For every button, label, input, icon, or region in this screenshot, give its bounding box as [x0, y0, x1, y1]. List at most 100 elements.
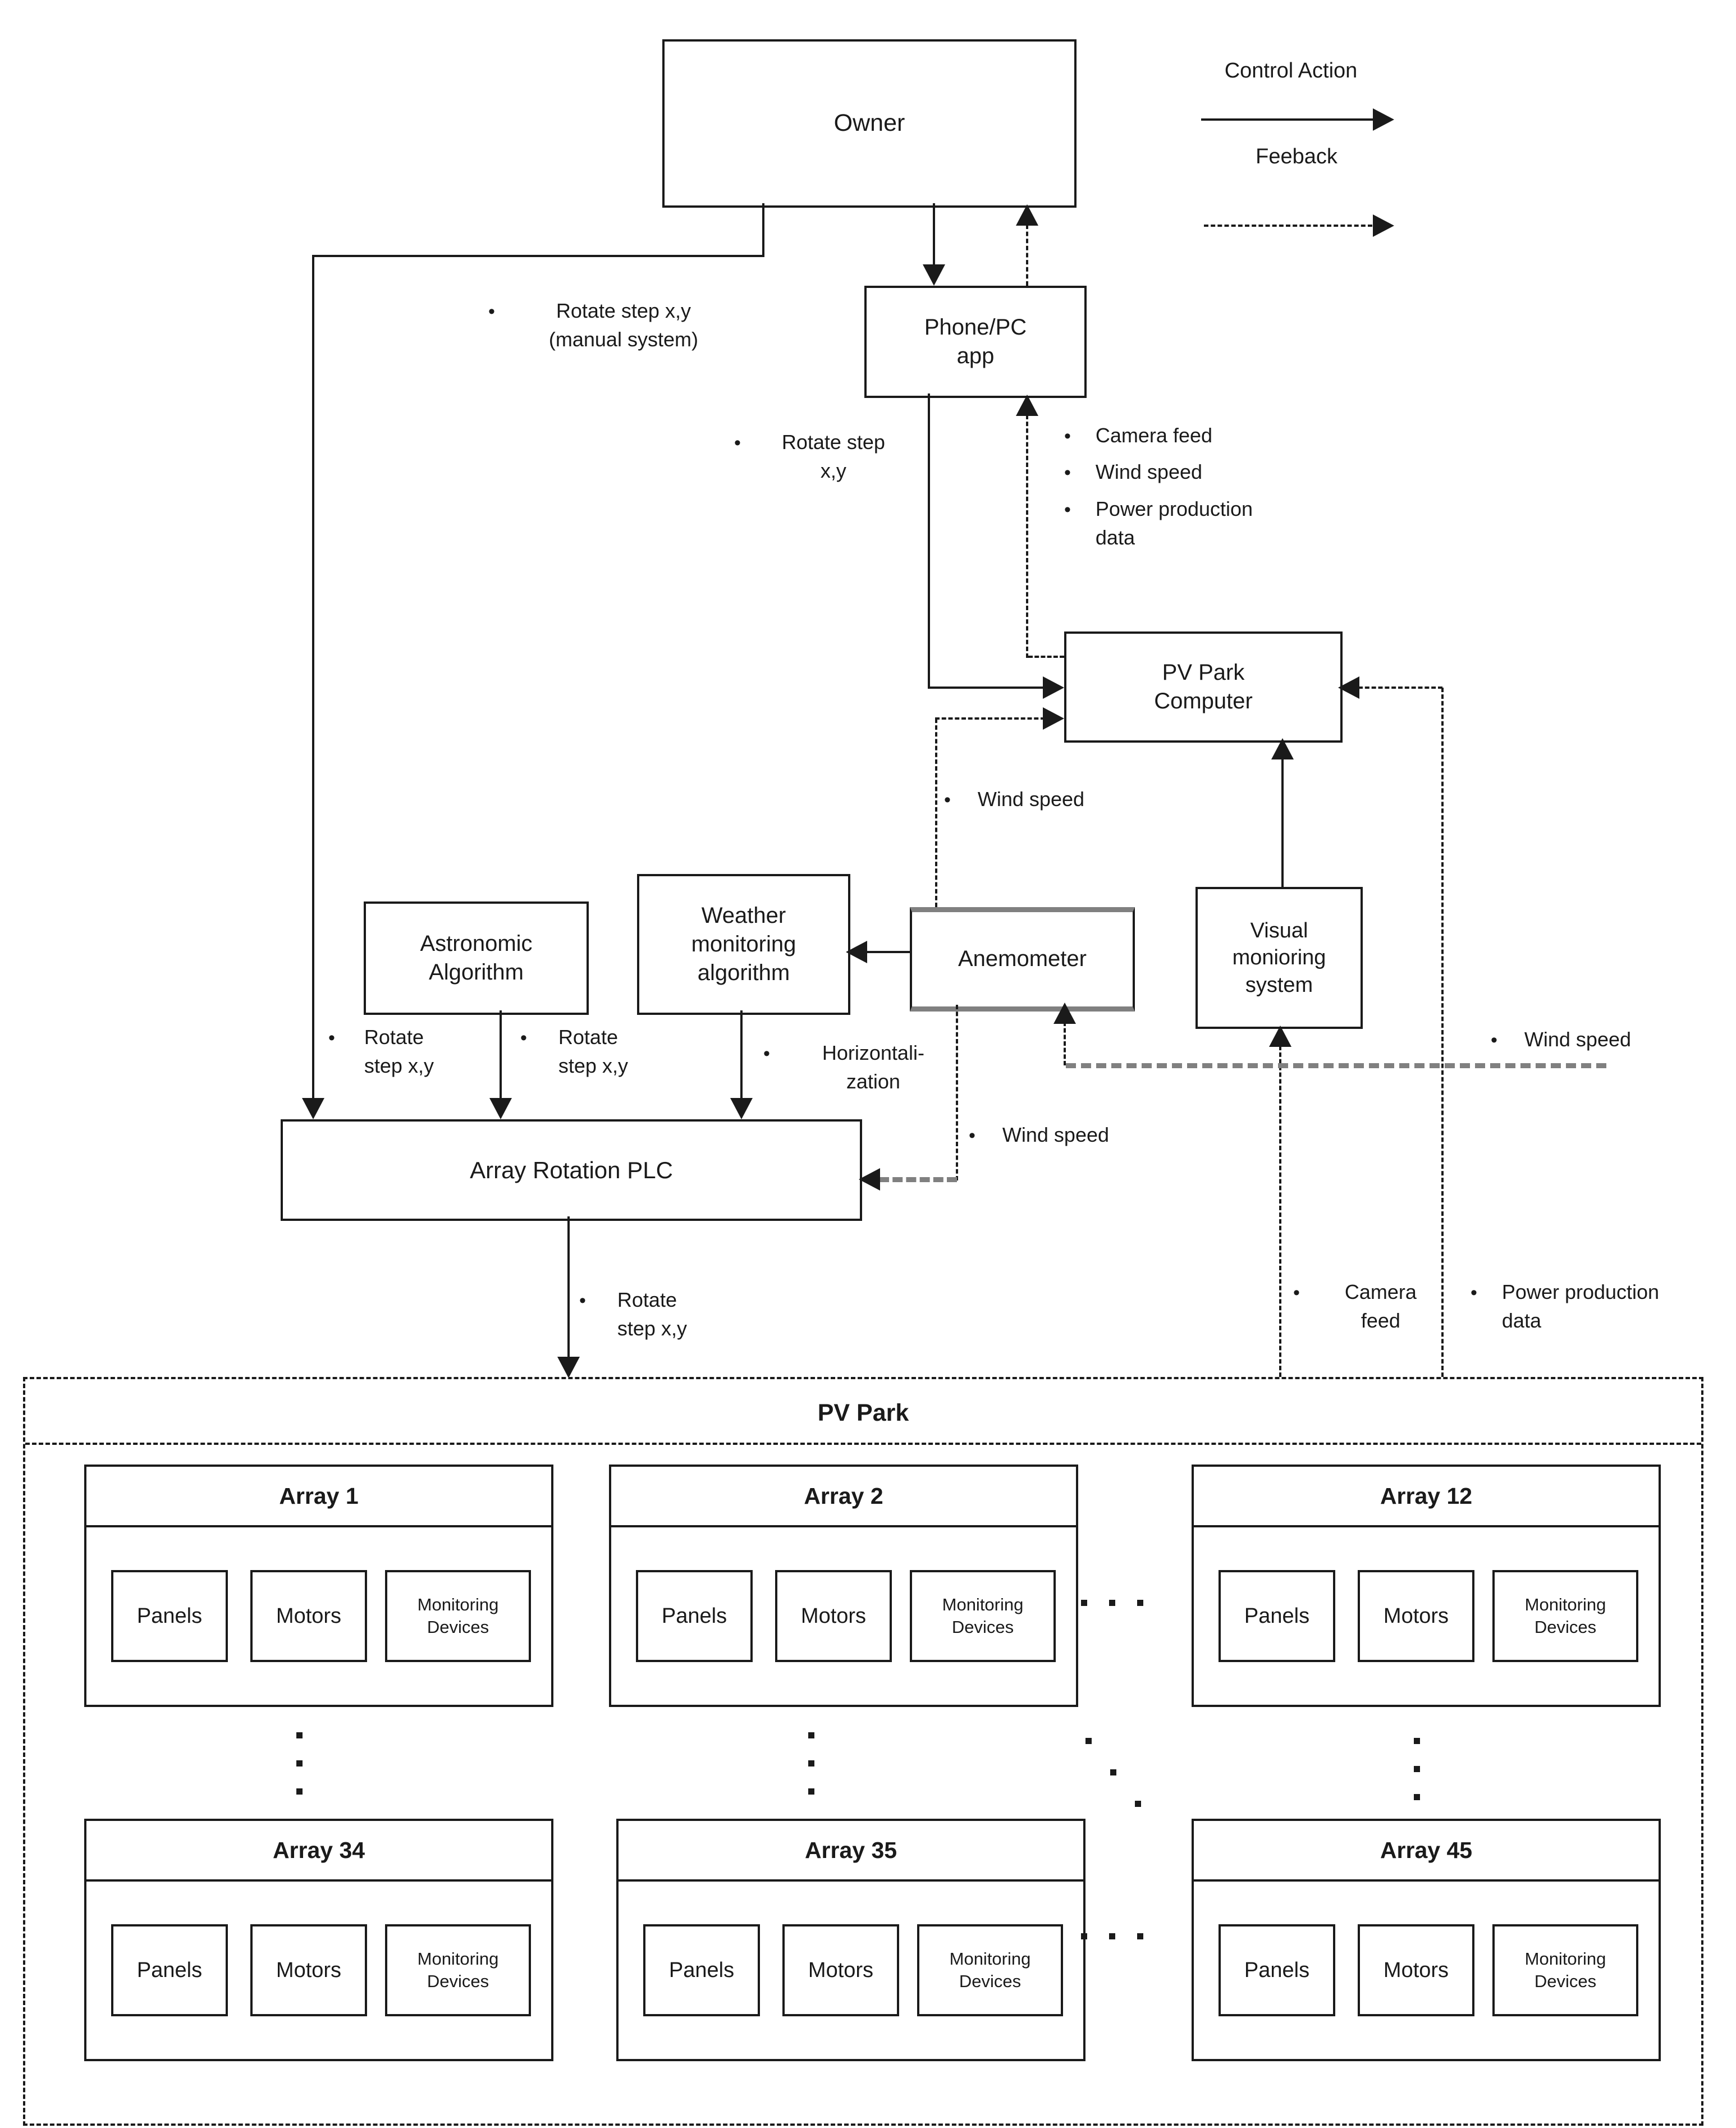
- owner-manual-line-vertical: [312, 255, 314, 1100]
- weather-to-plc-arrowhead-icon: [730, 1098, 753, 1119]
- anemometer-to-plc-vertical: [956, 1005, 958, 1180]
- motors-box: Motors: [1358, 1570, 1474, 1662]
- legend-feedback-arrowhead-icon: [1373, 214, 1394, 237]
- node-weather-monitoring-algorithm: Weather monitoring algorithm: [637, 874, 850, 1015]
- motors-box: Motors: [782, 1924, 899, 2016]
- node-phone-pc-app: Phone/PC app: [864, 286, 1087, 398]
- ellipsis-vertical-icon: [296, 1732, 303, 1800]
- bullet-icon: [1293, 1278, 1300, 1306]
- bullet-icon: [1064, 421, 1071, 450]
- array-card-1: Array 1 Panels Motors Monitoring Devices: [84, 1465, 553, 1707]
- legend-feedback-label: Feeback: [1256, 145, 1338, 168]
- array-card-45: Array 45 Panels Motors Monitoring Device…: [1192, 1819, 1661, 2061]
- label-wind-to-computer: Wind speed: [944, 785, 1084, 813]
- label-camera-feed: Camera feed: [1293, 1278, 1437, 1335]
- bullet-icon: [969, 1120, 975, 1149]
- label-camera-feed-item: Camera feed: [1064, 421, 1253, 450]
- astronomic-to-plc-arrowhead-icon: [489, 1098, 512, 1119]
- anemometer-to-weather-arrowhead-icon: [846, 941, 867, 963]
- computer-to-app-feedback-horizontal: [1028, 656, 1064, 658]
- array-card-body: Panels Motors Monitoring Devices: [619, 1882, 1083, 2059]
- owner-to-app-arrowhead-icon: [923, 264, 945, 286]
- label-horizontalization: Horizontali- zation: [763, 1038, 952, 1096]
- array-card-title: Array 12: [1194, 1467, 1659, 1527]
- plc-to-park-line: [567, 1216, 570, 1358]
- monitoring-devices-box: Monitoring Devices: [910, 1570, 1056, 1662]
- motors-box: Motors: [250, 1570, 367, 1662]
- array-card-title: Array 45: [1194, 1821, 1659, 1882]
- owner-to-app-line: [933, 203, 935, 267]
- label-app-feedback-list: Camera feed Wind speed Power production …: [1064, 421, 1253, 552]
- legend-control-action-arrowhead-icon: [1373, 108, 1394, 131]
- astronomic-to-plc-line: [500, 1010, 502, 1100]
- panels-box: Panels: [111, 1924, 228, 2016]
- bullet-icon: [579, 1285, 586, 1314]
- owner-manual-line-horizontal: [312, 255, 764, 257]
- legend-control-action-label: Control Action: [1224, 59, 1358, 83]
- motors-box: Motors: [1358, 1924, 1474, 2016]
- owner-manual-arrowhead-icon: [302, 1098, 324, 1119]
- motors-box: Motors: [250, 1924, 367, 2016]
- panels-box: Panels: [1219, 1570, 1335, 1662]
- bullet-icon: [328, 1023, 335, 1051]
- array-card-35: Array 35 Panels Motors Monitoring Device…: [616, 1819, 1085, 2061]
- node-visual-monitoring-system: Visual monioring system: [1195, 887, 1363, 1029]
- label-rotate-manual: Rotate step x,y (manual system): [488, 296, 726, 354]
- bullet-icon: [1471, 1278, 1477, 1306]
- node-owner: Owner: [662, 39, 1077, 208]
- bullet-icon: [1064, 495, 1071, 523]
- array-card-title: Array 2: [611, 1467, 1076, 1527]
- panels-box: Panels: [643, 1924, 760, 2016]
- anemometer-to-weather-line: [866, 951, 910, 953]
- power-data-arrowhead-icon: [1338, 676, 1359, 699]
- ellipsis-horizontal-icon: [1081, 1933, 1144, 1940]
- weather-to-plc-line: [740, 1010, 743, 1100]
- monitoring-devices-box: Monitoring Devices: [1492, 1924, 1638, 2016]
- wind-feedback-stub: [1064, 1022, 1066, 1065]
- monitoring-devices-box: Monitoring Devices: [917, 1924, 1063, 2016]
- bullet-icon: [488, 296, 495, 325]
- label-wind-speed-item: Wind speed: [1064, 457, 1253, 486]
- array-card-34: Array 34 Panels Motors Monitoring Device…: [84, 1819, 553, 2061]
- legend-feedback-line: [1204, 225, 1372, 227]
- monitoring-devices-box: Monitoring Devices: [1492, 1570, 1638, 1662]
- monitoring-devices-box: Monitoring Devices: [385, 1570, 531, 1662]
- node-array-rotation-plc: Array Rotation PLC: [281, 1119, 862, 1221]
- label-power-production-item: Power production data: [1064, 495, 1253, 552]
- wind-feedback-arrowhead-icon: [1053, 1003, 1076, 1024]
- panels-box: Panels: [636, 1570, 753, 1662]
- label-wind-feedback: Wind speed: [1491, 1025, 1631, 1054]
- wind-feedback-horizontal: [1066, 1063, 1606, 1068]
- array-card-body: Panels Motors Monitoring Devices: [611, 1527, 1076, 1705]
- visual-to-computer-arrowhead-icon: [1271, 738, 1294, 759]
- array-card-2: Array 2 Panels Motors Monitoring Devices: [609, 1465, 1078, 1707]
- label-power-production: Power production data: [1471, 1278, 1726, 1335]
- label-rotate-app: Rotate step x,y: [734, 428, 898, 485]
- ellipsis-diagonal-icon: [1085, 1738, 1142, 1807]
- visual-to-computer-line: [1281, 758, 1284, 887]
- bullet-icon: [1491, 1025, 1497, 1054]
- label-rotate-weather: Rotate step x,y: [520, 1023, 628, 1080]
- array-card-body: Panels Motors Monitoring Devices: [86, 1882, 551, 2059]
- app-to-owner-feedback-line: [1026, 225, 1028, 286]
- anemometer-to-computer-horizontal: [935, 717, 1045, 720]
- ellipsis-vertical-icon: [1414, 1738, 1420, 1805]
- bullet-icon: [734, 428, 741, 456]
- panels-box: Panels: [111, 1570, 228, 1662]
- array-card-12: Array 12 Panels Motors Monitoring Device…: [1192, 1465, 1661, 1707]
- node-pv-park-computer: PV Park Computer: [1064, 631, 1343, 743]
- array-card-title: Array 34: [86, 1821, 551, 1882]
- panels-box: Panels: [1219, 1924, 1335, 2016]
- anemometer-to-computer-arrowhead-icon: [1043, 707, 1064, 730]
- power-data-vertical: [1441, 688, 1444, 1377]
- anemometer-to-plc-arrowhead-icon: [859, 1168, 880, 1191]
- plc-to-park-arrowhead-icon: [557, 1357, 580, 1378]
- bullet-icon: [944, 785, 951, 813]
- array-card-body: Panels Motors Monitoring Devices: [86, 1527, 551, 1705]
- label-rotate-astronomic: Rotate step x,y: [328, 1023, 434, 1080]
- bullet-icon: [1064, 457, 1071, 486]
- bullet-icon: [763, 1038, 770, 1067]
- anemometer-to-computer-vertical: [935, 719, 937, 907]
- bullet-icon: [520, 1023, 527, 1051]
